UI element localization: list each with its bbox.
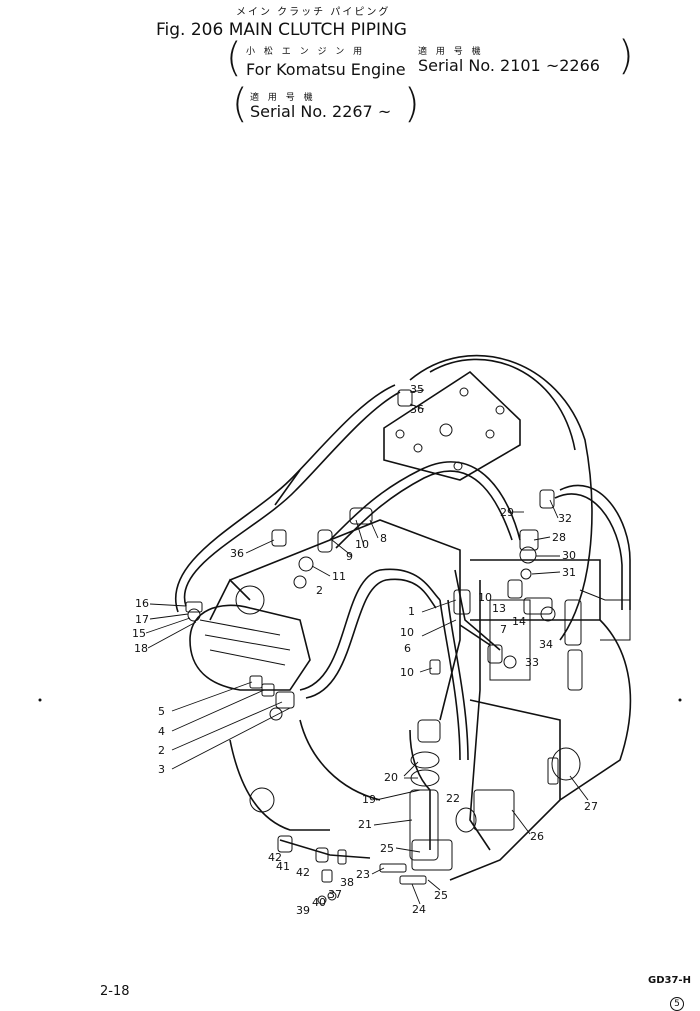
part-label-25b: 25	[434, 889, 448, 902]
revision-circle: 5	[670, 997, 684, 1011]
part-label-39: 39	[296, 904, 310, 917]
part-label-29: 29	[500, 506, 514, 519]
part-label-21: 21	[358, 818, 372, 831]
part-label-10b: 10	[478, 591, 492, 604]
part-label-34: 34	[539, 638, 553, 651]
part-label-16: 16	[135, 597, 149, 610]
part-label-2a: 2	[316, 584, 323, 597]
title-japanese: メイン クラッチ パイピング	[236, 7, 391, 18]
part-label-20: 20	[384, 771, 398, 784]
part-label-36b: 36	[230, 547, 244, 560]
fittings	[185, 389, 631, 905]
part-label-32: 32	[558, 512, 572, 525]
part-label-3: 3	[158, 763, 165, 776]
part-label-7: 7	[500, 623, 507, 636]
close-paren-2: )	[404, 81, 420, 127]
part-label-24: 24	[412, 903, 426, 916]
part-label-42b: 42	[296, 866, 310, 879]
part-label-14: 14	[512, 615, 526, 628]
part-label-5: 5	[158, 705, 165, 718]
part-label-17: 17	[135, 613, 149, 626]
part-label-22: 22	[446, 792, 460, 805]
line1-jp-right: 適 用 号 機	[418, 47, 484, 57]
part-label-8: 8	[380, 532, 387, 545]
part-label-6: 6	[404, 642, 411, 655]
model-code: GD37-H	[648, 975, 691, 986]
page-number: 2-18	[100, 984, 130, 999]
pump	[189, 585, 311, 691]
part-label-28: 28	[552, 531, 566, 544]
part-label-26: 26	[530, 830, 544, 843]
part-label-13: 13	[492, 602, 506, 615]
part-label-27: 27	[584, 800, 598, 813]
part-label-2b: 2	[158, 744, 165, 757]
part-label-30: 30	[562, 549, 576, 562]
part-label-18: 18	[134, 642, 148, 655]
figure-title: Fig. 206 MAIN CLUTCH PIPING	[156, 20, 407, 40]
part-label-33: 33	[525, 656, 539, 669]
part-label-11: 11	[332, 570, 346, 583]
line1-jp-left: 小 松 エ ン ジ ン 用	[246, 47, 366, 57]
part-label-9: 9	[346, 550, 353, 563]
leader-lines	[145, 389, 589, 905]
part-label-40: 40	[312, 896, 326, 909]
housing	[209, 354, 632, 881]
part-label-15: 15	[132, 627, 146, 640]
part-label-4: 4	[158, 725, 165, 738]
figure-name: MAIN CLUTCH PIPING	[228, 20, 407, 40]
part-label-35: 35	[410, 383, 424, 396]
part-label-41: 41	[276, 860, 290, 873]
part-label-10c: 10	[400, 626, 414, 639]
part-label-31: 31	[562, 566, 576, 579]
open-paren-2: (	[232, 81, 248, 127]
part-label-42a: 42	[268, 851, 282, 864]
figure-number: Fig. 206	[156, 20, 224, 40]
line1-en-left: For Komatsu Engine	[246, 60, 406, 79]
line2-en: Serial No. 2267 ~	[250, 102, 392, 121]
part-label-10a: 10	[355, 538, 369, 551]
part-label-1: 1	[408, 605, 415, 618]
part-label-10d: 10	[400, 666, 414, 679]
pipes	[174, 384, 631, 859]
part-label-19: 19	[362, 793, 376, 806]
part-label-36: 36	[410, 403, 424, 416]
line2-jp: 適 用 号 機	[250, 93, 316, 103]
line1-en-right: Serial No. 2101 ~2266	[418, 56, 600, 75]
part-label-23: 23	[356, 868, 370, 881]
part-label-25a: 25	[380, 842, 394, 855]
part-label-38: 38	[340, 876, 354, 889]
open-paren-1: (	[226, 35, 242, 81]
close-paren-1: )	[618, 33, 634, 79]
part-label-37: 37	[328, 888, 342, 901]
part-labels: 35 36 36 8 10 9 11 2 29 32 28 30 31 10 1…	[132, 383, 598, 917]
